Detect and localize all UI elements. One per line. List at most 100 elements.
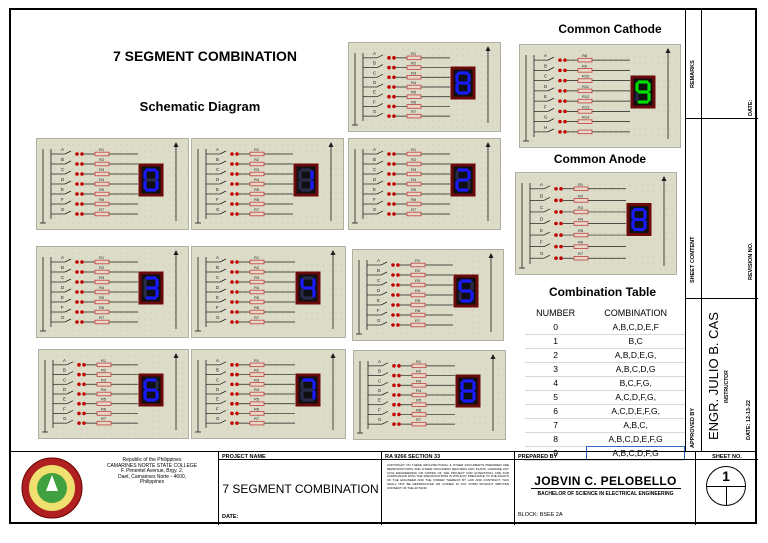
- led-dot: [558, 119, 562, 124]
- led-dot: [391, 313, 395, 317]
- led-dot: [391, 303, 395, 307]
- switch-label: C: [63, 377, 67, 382]
- led-dot: [387, 192, 391, 196]
- resistor-label: R5: [254, 187, 260, 192]
- resistor-label: R7: [416, 417, 422, 422]
- led-dot: [392, 182, 396, 186]
- switch: [376, 170, 384, 175]
- switch: [376, 93, 384, 98]
- led-dot: [230, 270, 234, 274]
- right-title-block: REMARKS DATE: SHEET CONTENT REVISION NO.…: [685, 8, 758, 451]
- switch: [219, 190, 227, 195]
- resistor: [249, 319, 265, 325]
- switch: [219, 371, 227, 375]
- resistor: [94, 151, 110, 157]
- led-dot: [75, 270, 79, 274]
- preparer-block: BLOCK: BSEE 2A: [518, 512, 563, 518]
- led-dot: [80, 300, 84, 304]
- led-dot: [554, 210, 558, 214]
- resistor-label: R7: [578, 251, 584, 256]
- switch-label: B: [540, 193, 543, 198]
- resistor: [411, 402, 427, 407]
- switch: [64, 210, 72, 215]
- table-cell-combination: A,B,C,: [586, 418, 685, 433]
- resistor: [94, 191, 110, 197]
- switch: [219, 390, 227, 395]
- resistor: [94, 211, 110, 217]
- led-dot: [563, 68, 567, 73]
- resistor: [410, 312, 426, 318]
- led-dot: [77, 392, 81, 396]
- resistor-label: R1: [254, 358, 260, 363]
- led-dot: [387, 212, 391, 216]
- resistor: [406, 201, 422, 207]
- resistor: [410, 272, 426, 278]
- switch: [381, 391, 389, 396]
- led-dot: [235, 363, 239, 367]
- switch-label: G: [63, 416, 67, 421]
- switch-label: G: [378, 417, 382, 422]
- resistor: [577, 78, 593, 83]
- resistor: [249, 401, 265, 406]
- switch: [66, 410, 74, 414]
- switch-label: G: [216, 416, 220, 421]
- led-dot: [559, 221, 563, 226]
- resistor: [411, 392, 427, 398]
- led-dot: [559, 186, 563, 191]
- resistor-label: R3: [99, 275, 105, 280]
- led-dot: [392, 104, 396, 109]
- led-dot: [387, 182, 391, 186]
- led-dot: [392, 172, 396, 176]
- switch-label: D: [373, 80, 377, 85]
- resistor: [249, 201, 265, 207]
- resistor-label: R7: [254, 416, 260, 421]
- led-dot: [80, 290, 84, 294]
- led-dot: [387, 56, 391, 60]
- switch-label: G: [377, 318, 381, 323]
- switch-label: G: [544, 115, 548, 120]
- led-dot: [559, 233, 563, 237]
- resistor-label: R5: [254, 397, 260, 402]
- led-dot: [387, 162, 391, 166]
- led-dot: [397, 364, 401, 368]
- resistor-label: R6: [415, 308, 421, 313]
- led-dot: [235, 382, 239, 387]
- led-dot: [392, 75, 396, 80]
- switch-label: F: [544, 104, 547, 109]
- switch: [66, 380, 74, 385]
- resistor-label: R2: [254, 368, 260, 373]
- resistor-label: R4: [254, 285, 260, 290]
- switch: [64, 308, 72, 313]
- led-dot: [392, 152, 396, 156]
- resistor-label: R7: [99, 315, 105, 320]
- resistor-label: R2: [411, 61, 417, 66]
- resistor-label: R6: [411, 197, 417, 202]
- resistor-label: R2: [578, 193, 584, 198]
- resistor: [573, 256, 589, 261]
- instructor-role: INSTRUCTOR: [724, 370, 730, 403]
- resistor: [577, 109, 593, 114]
- switch: [219, 380, 227, 385]
- led-dot: [397, 383, 401, 388]
- led-dot: [235, 280, 239, 284]
- school-line-country: Philippines: [139, 479, 165, 485]
- switch-label: C: [378, 378, 382, 383]
- switch: [66, 400, 74, 405]
- switch-label: F: [216, 406, 219, 411]
- led-dot: [558, 78, 562, 83]
- led-dot: [396, 263, 400, 267]
- resistor-label: R2: [254, 265, 260, 270]
- table-cell-number: 8: [525, 432, 587, 447]
- led-dot: [387, 152, 391, 156]
- resistor: [411, 421, 427, 427]
- resistor-label: R5: [411, 187, 417, 192]
- led-dot: [230, 310, 234, 314]
- resistor-label: R5: [416, 398, 422, 403]
- led-dot: [235, 421, 239, 425]
- table-cell-number: 3: [525, 362, 587, 377]
- led-dot: [392, 94, 396, 99]
- led-dot: [396, 293, 400, 297]
